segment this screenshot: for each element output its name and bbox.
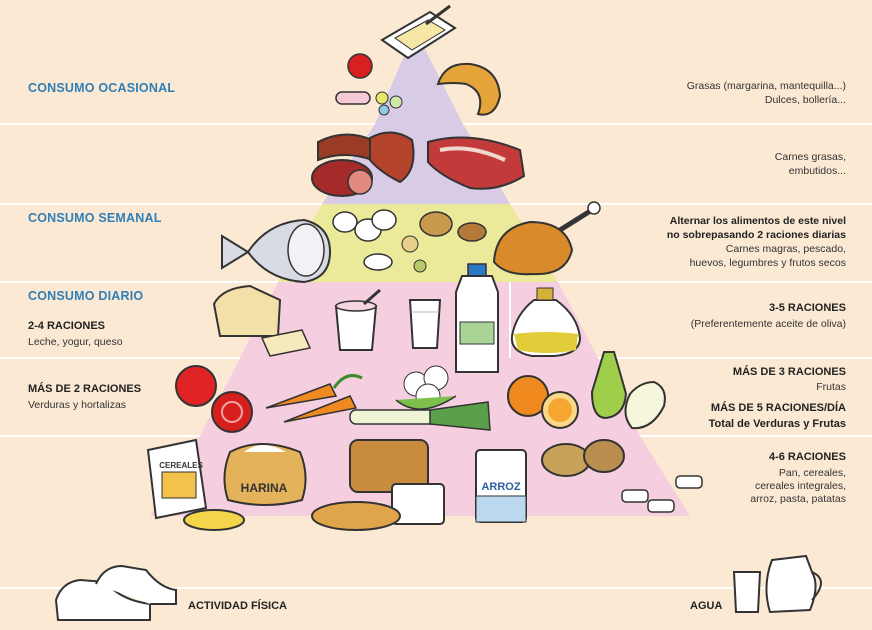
veg-items: Verduras y hortalizas <box>28 399 127 411</box>
cereal-line1: Pan, cereales, <box>778 467 846 479</box>
fats-line1: Grasas (margarina, mantequilla...) <box>686 80 846 92</box>
fish-icon <box>221 218 332 284</box>
nuts-icon <box>401 211 487 273</box>
tomato-icon <box>175 365 253 433</box>
cauliflower-icon <box>395 365 457 410</box>
weekly-bold2: no sobrepasando 2 raciones diarias <box>666 229 846 241</box>
bread-icon <box>311 439 445 531</box>
meat-line2: embutidos... <box>788 165 846 177</box>
potato-icon <box>541 439 625 477</box>
cereal-line2: cereales integrales, <box>754 480 846 492</box>
weekly-title: CONSUMO SEMANAL <box>28 211 162 225</box>
cheese-icon <box>212 284 312 357</box>
croissant-icon <box>436 62 502 116</box>
milk-glass-icon <box>408 299 442 349</box>
cereal-line3: arroz, pasta, patatas <box>750 493 846 505</box>
veg-total-rations: MÁS DE 5 RACIONES/DÍA <box>710 402 846 414</box>
weekly-line1: Carnes magras, pescado, <box>725 243 846 255</box>
eggs-icon <box>332 209 397 271</box>
orange-icon <box>507 375 579 429</box>
fruit-rations: MÁS DE 3 RACIONES <box>732 366 846 378</box>
water-bottle-icon <box>455 263 499 373</box>
cereal-rations: 4-6 RACIONES <box>768 451 846 463</box>
olive-oil-icon <box>510 287 582 357</box>
rice-box-label: ARROZ <box>481 481 520 493</box>
corn-icon <box>183 509 245 531</box>
oil-items: (Preferentemente aceite de oliva) <box>690 318 846 330</box>
fats-line2: Dulces, bollería... <box>764 94 846 106</box>
water-jug-icon <box>732 554 822 614</box>
flour-sack-icon <box>223 443 307 506</box>
veg-rations: MÁS DE 2 RACIONES <box>28 383 142 395</box>
leek-icon <box>349 401 491 431</box>
yogurt-icon <box>334 288 381 351</box>
pear-icon <box>590 351 666 430</box>
oil-rations: 3-5 RACIONES <box>768 302 846 314</box>
carrot-icon <box>265 374 363 423</box>
sausage-icon <box>311 131 415 197</box>
chicken-icon <box>492 201 601 276</box>
steak-icon <box>427 136 526 190</box>
butter-icon <box>380 4 457 60</box>
dairy-rations: 2-4 RACIONES <box>28 320 106 332</box>
flour-sack-label: HARINA <box>241 481 288 495</box>
dairy-items: Leche, yogur, queso <box>28 336 123 348</box>
cereal-box-label: CEREALES <box>159 461 203 470</box>
sneakers-icon <box>54 564 177 621</box>
cereal-box-icon <box>146 438 208 520</box>
fruit-items: Frutas <box>816 381 846 393</box>
weekly-bold1: Alternar los alimentos de este nivel <box>669 215 846 227</box>
water-label: AGUA <box>690 600 723 612</box>
occasional-title: CONSUMO OCASIONAL <box>28 81 176 95</box>
pasta-icon <box>621 475 703 513</box>
meat-line1: Carnes grasas, <box>774 151 846 163</box>
candy-icon <box>335 53 403 116</box>
daily-title: CONSUMO DIARIO <box>28 289 144 303</box>
rice-box-icon <box>475 449 527 523</box>
weekly-line2: huevos, legumbres y frutos secos <box>689 257 846 269</box>
activity-label: ACTIVIDAD FÍSICA <box>188 600 287 612</box>
veg-total-items: Total de Verduras y Frutas <box>708 418 846 430</box>
